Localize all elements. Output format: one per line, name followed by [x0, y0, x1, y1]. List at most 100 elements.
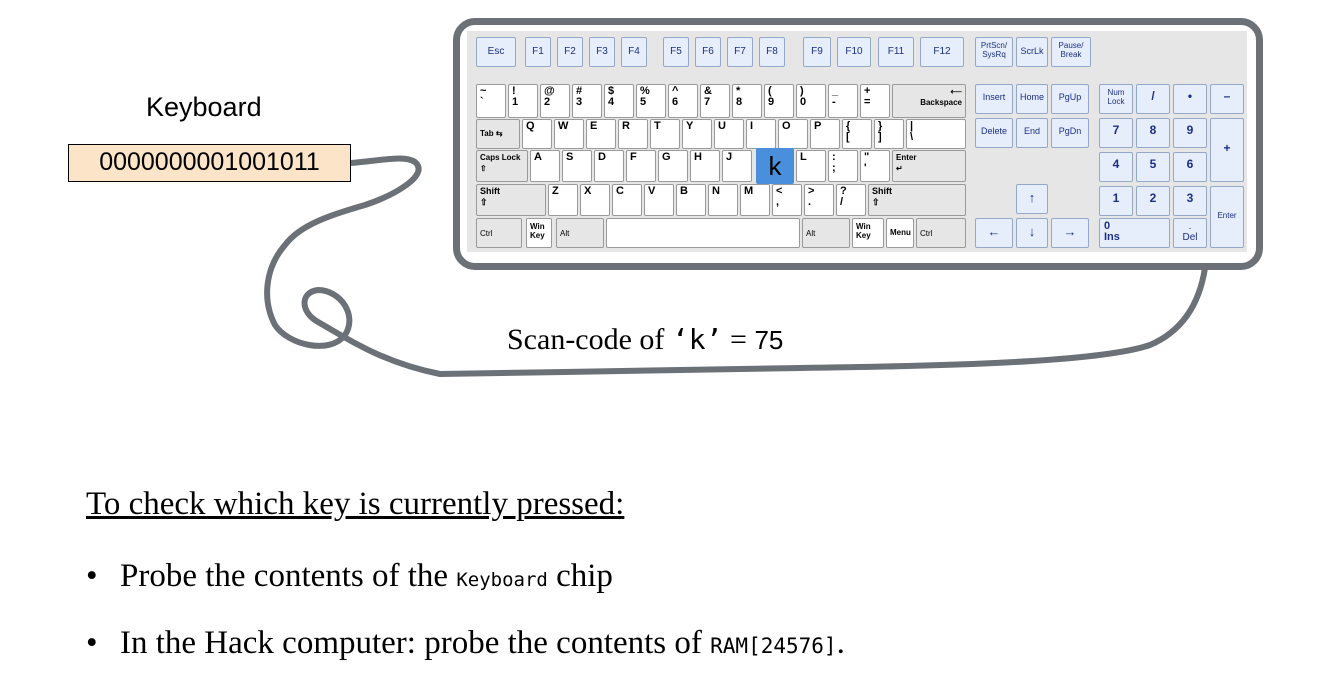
keyboard-label: Keyboard: [146, 92, 262, 122]
key-f5: F5: [663, 37, 689, 67]
key-i: I: [746, 119, 776, 149]
key-z: Z: [548, 184, 578, 216]
key-3: # 3: [572, 84, 602, 118]
key-f11: F11: [878, 37, 914, 67]
key-v: V: [644, 184, 674, 216]
scan-key: ‘k’: [671, 323, 723, 356]
key-win-left: Win Key: [526, 218, 552, 248]
key-num-0: 0 Ins: [1099, 218, 1170, 248]
key-w: W: [554, 119, 584, 149]
key-5: % 5: [636, 84, 666, 118]
key-enter: Enter ↵: [892, 150, 966, 182]
key-shift-left: Shift ⇧: [476, 184, 546, 216]
key-minus: _ -: [828, 84, 858, 118]
key-num-6: 6: [1173, 152, 1207, 182]
key-pause: Pause/ Break: [1051, 37, 1091, 67]
key-arrow-left: ←: [975, 218, 1013, 248]
key-ctrl-left: Ctrl: [476, 218, 522, 248]
key-r: R: [618, 119, 648, 149]
key-lbrace: { [: [842, 119, 872, 149]
bullet-text: Probe the contents of the: [120, 558, 457, 594]
key-num-5: 5: [1136, 152, 1170, 182]
bullet-dot: •: [86, 625, 98, 661]
bullet-dot: •: [86, 558, 98, 594]
bullet-item: • In the Hack computer: probe the content…: [86, 625, 845, 662]
key-c: C: [612, 184, 642, 216]
key-l: L: [796, 150, 826, 182]
bullet-text: In the Hack computer: probe the contents…: [120, 625, 711, 661]
key-n: N: [708, 184, 738, 216]
key-e: E: [586, 119, 616, 149]
key-f8: F8: [759, 37, 785, 67]
key-arrow-up: ↑: [1016, 184, 1048, 214]
bullet-code: RAM[24576]: [710, 634, 837, 658]
key-y: Y: [682, 119, 712, 149]
key-num-7: 7: [1099, 118, 1133, 148]
key-numlock: Num Lock: [1099, 84, 1133, 114]
key-num-9: 9: [1173, 118, 1207, 148]
key-equals: + =: [860, 84, 890, 118]
key-esc: Esc: [476, 37, 516, 67]
key-comma: < ,: [772, 184, 802, 216]
key-h: H: [690, 150, 720, 182]
key-6: ^ 6: [668, 84, 698, 118]
key-scrlk: ScrLk: [1016, 37, 1048, 67]
bullet-text: chip: [547, 558, 613, 594]
key-capslock: Caps Lock ⇧: [476, 150, 528, 182]
key-num-3: 3: [1173, 186, 1207, 216]
key-9: ( 9: [764, 84, 794, 118]
key-k-highlighted: k: [756, 148, 794, 184]
key-num-enter: Enter: [1210, 186, 1244, 248]
key-pgup: PgUp: [1051, 84, 1089, 114]
key-insert: Insert: [975, 84, 1013, 114]
scan-equals: =: [722, 323, 755, 356]
key-num-2: 2: [1136, 186, 1170, 216]
key-num-plus: +: [1210, 118, 1244, 182]
key-f2: F2: [557, 37, 583, 67]
key-alt-right: Alt: [802, 218, 850, 248]
key-ctrl-right: Ctrl: [916, 218, 966, 248]
key-num-4: 4: [1099, 152, 1133, 182]
key-u: U: [714, 119, 744, 149]
key-f10: F10: [837, 37, 871, 67]
key-num-minus: –: [1210, 84, 1244, 114]
key-num-multiply: •: [1173, 84, 1207, 114]
key-t: T: [650, 119, 680, 149]
key-rbrace: } ]: [874, 119, 904, 149]
key-b: B: [676, 184, 706, 216]
key-0: ) 0: [796, 84, 826, 118]
key-m: M: [740, 184, 770, 216]
key-shift-right: Shift ⇧: [868, 184, 966, 216]
key-prtscn: PrtScn/ SysRq: [975, 37, 1013, 67]
key-num-8: 8: [1136, 118, 1170, 148]
key-home: Home: [1016, 84, 1048, 114]
scan-value: 75: [754, 325, 784, 355]
key-q: Q: [522, 119, 552, 149]
key-num-divide: /: [1136, 84, 1170, 114]
keyboard-register: 0000000001001011: [68, 144, 351, 182]
key-num-1: 1: [1099, 186, 1133, 216]
key-quote: " ': [860, 150, 890, 182]
key-a: A: [530, 150, 560, 182]
key-8: * 8: [732, 84, 762, 118]
key-tab: Tab ⇆: [476, 119, 520, 149]
key-f1: F1: [525, 37, 551, 67]
section-heading: To check which key is currently pressed:: [86, 486, 625, 522]
key-f7: F7: [727, 37, 753, 67]
key-period: > .: [804, 184, 834, 216]
key-4: $ 4: [604, 84, 634, 118]
key-f: F: [626, 150, 656, 182]
bullet-text: .: [836, 625, 845, 661]
key-tilde: ~ `: [476, 84, 506, 118]
key-arrow-right: →: [1051, 218, 1089, 248]
key-o: O: [778, 119, 808, 149]
key-2: @ 2: [540, 84, 570, 118]
key-d: D: [594, 150, 624, 182]
key-x: X: [580, 184, 610, 216]
key-semicolon: : ;: [828, 150, 858, 182]
scan-prefix: Scan-code of: [507, 323, 672, 356]
key-menu: Menu: [886, 218, 914, 248]
key-backslash: | \: [906, 119, 966, 149]
key-1: ! 1: [508, 84, 538, 118]
